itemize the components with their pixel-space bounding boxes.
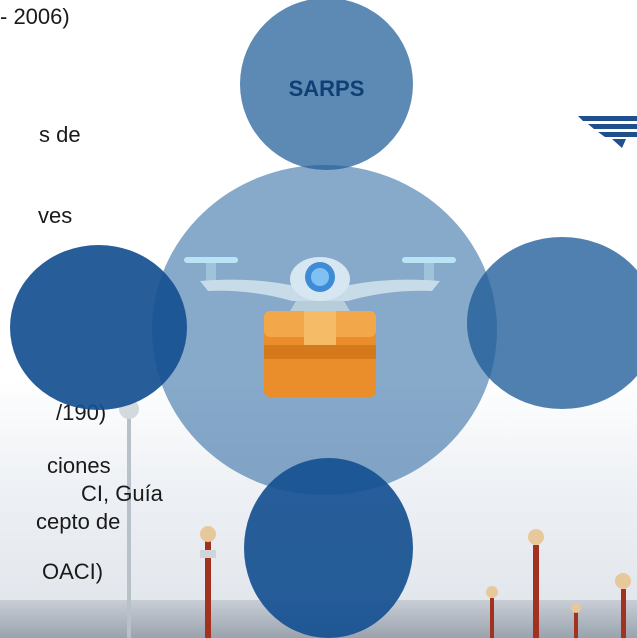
body-text-line: ciones [47, 453, 111, 478]
body-text-line: s de [39, 122, 81, 147]
antenna-mast-icon [486, 586, 498, 638]
top-circle-sarps[interactable]: SARPS [240, 0, 413, 170]
antenna-mast-icon [528, 529, 544, 638]
body-text-line: - 2006) [0, 4, 70, 29]
body-text-line: cepto de [36, 509, 121, 534]
body-text-line: ves [38, 203, 73, 228]
body-text-line: OACI) [42, 559, 104, 584]
bottom-circle[interactable] [244, 458, 413, 638]
sarps-label: SARPS [288, 76, 365, 101]
drone-package-icon [184, 257, 456, 397]
body-text-line: CI, Guía [81, 481, 163, 506]
antenna-mast-icon [571, 603, 581, 638]
right-circle[interactable] [467, 237, 637, 409]
left-circle[interactable] [10, 245, 187, 410]
airline-logo-icon [578, 116, 637, 148]
antenna-mast-icon [615, 573, 631, 638]
antenna-mast-icon [200, 526, 216, 638]
